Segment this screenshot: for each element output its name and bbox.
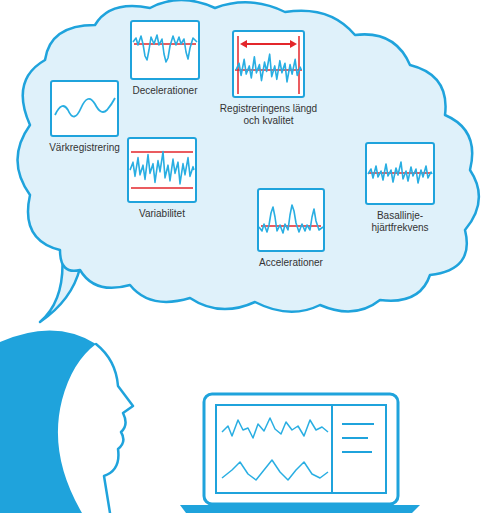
panel-frame bbox=[257, 188, 325, 252]
acceleration-trace bbox=[259, 205, 323, 233]
chart-panel: Variabilitet bbox=[117, 137, 207, 222]
contraction-trace bbox=[55, 98, 115, 117]
chart-panel: Decelerationer bbox=[117, 20, 213, 99]
panel-label: Accelerationer bbox=[243, 257, 339, 269]
panel-frame bbox=[130, 20, 200, 80]
baseline-trace bbox=[368, 162, 432, 183]
panel-label: Basallinje- hjärtfrekvens bbox=[360, 210, 440, 234]
variability-trace bbox=[130, 152, 194, 188]
panel-label: Variabilitet bbox=[117, 208, 207, 220]
laptop bbox=[180, 394, 420, 513]
panel-frame bbox=[50, 80, 119, 137]
panel-label: Värkregistrering bbox=[37, 142, 133, 154]
recording-length-trace bbox=[235, 36, 302, 94]
chart-panel: Basallinje- hjärtfrekvens bbox=[360, 142, 440, 236]
chart-panel: Registreringens längd och kvalitet bbox=[219, 30, 319, 129]
panel-frame bbox=[365, 142, 435, 205]
panel-frame bbox=[232, 30, 305, 98]
chart-panel: Värkregistrering bbox=[37, 80, 133, 156]
panel-frame bbox=[127, 137, 197, 203]
person-head bbox=[0, 330, 133, 513]
thought-cloud bbox=[18, 0, 479, 322]
panel-label: Registreringens längd och kvalitet bbox=[219, 103, 319, 127]
deceleration-trace bbox=[133, 35, 197, 62]
chart-panel: Accelerationer bbox=[243, 188, 339, 271]
panel-label: Decelerationer bbox=[117, 85, 213, 97]
